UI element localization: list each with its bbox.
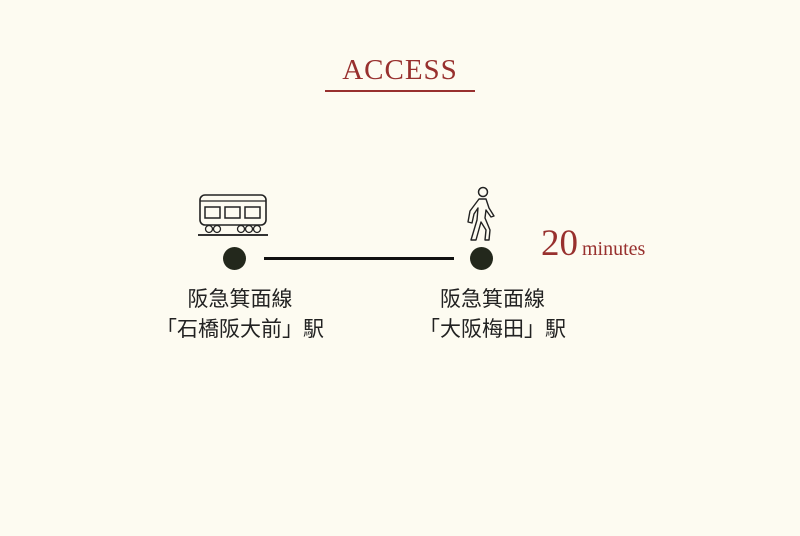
destination-station-name: 「大阪梅田」駅 — [419, 317, 566, 341]
train-icon — [198, 194, 268, 236]
route-line — [264, 257, 454, 260]
duration-unit: minutes — [582, 238, 646, 260]
page-title: ACCESS — [342, 54, 458, 86]
duration-value: 20 — [541, 223, 578, 264]
origin-line-name: 阪急箕面線 — [187, 287, 293, 311]
origin-station-name: 「石橋阪大前」駅 — [156, 317, 324, 341]
title-underline — [325, 90, 475, 92]
origin-station: 阪急箕面線 「石橋阪大前」駅 — [135, 284, 345, 344]
walking-person-icon — [467, 186, 495, 241]
destination-station: 阪急箕面線 「大阪梅田」駅 — [395, 284, 590, 344]
origin-station-marker — [223, 247, 246, 270]
destination-line-name: 阪急箕面線 — [440, 287, 545, 311]
destination-station-marker — [470, 247, 493, 270]
